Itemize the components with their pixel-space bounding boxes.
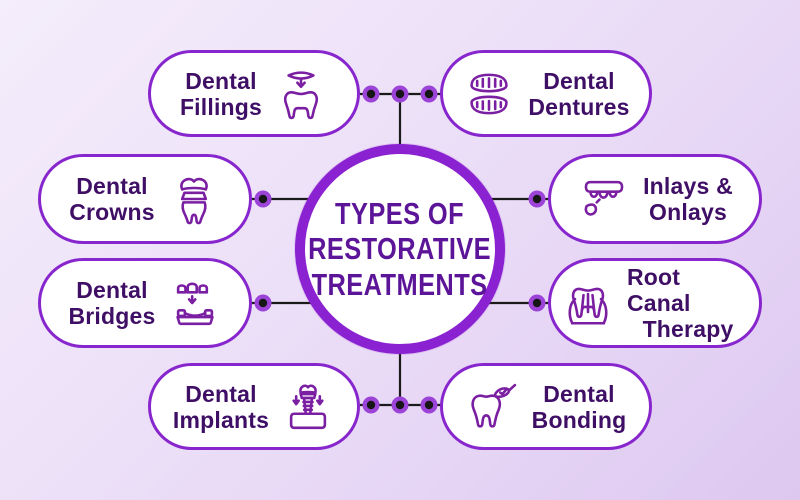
root-canal-icon (561, 276, 615, 330)
node-dental-dentures: Dental Dentures (440, 50, 652, 137)
inlay-onlay-icon (577, 172, 631, 226)
node-root-canal-therapy: Root Canal Therapy (548, 258, 762, 348)
title-line-1: TYPES OF (335, 196, 465, 231)
node-dental-fillings: Dental Fillings (148, 50, 360, 137)
center-circle: TYPES OF RESTORATIVE TREATMENTS (295, 144, 505, 354)
diagram-title: TYPES OF RESTORATIVE TREATMENTS (309, 196, 492, 302)
dental-implant-icon (281, 380, 335, 434)
node-label: Dental Fillings (179, 67, 263, 120)
tooth-filling-icon (274, 67, 328, 121)
title-line-2: RESTORATIVE (308, 231, 492, 267)
node-dental-crowns: Dental Crowns (38, 154, 252, 244)
node-inlays-onlays: Inlays & Onlays (548, 154, 762, 244)
node-label: Root Canal Therapy (627, 264, 734, 342)
node-label: Dental Dentures (528, 67, 630, 120)
title-line-3: TREATMENTS (312, 266, 488, 302)
node-label: Dental Implants (172, 380, 270, 433)
node-label: Dental Crowns (69, 173, 155, 225)
dental-crown-icon (167, 172, 221, 226)
node-label: Dental Bonding (531, 380, 627, 433)
dentures-icon (462, 67, 516, 121)
node-dental-bridges: Dental Bridges (38, 258, 252, 348)
node-label: Dental Bridges (68, 277, 156, 329)
connector-dots (254, 85, 546, 414)
dental-bonding-icon (466, 380, 520, 434)
node-dental-implants: Dental Implants (148, 363, 360, 450)
node-dental-bonding: Dental Bonding (440, 363, 652, 450)
node-label: Inlays & Onlays (643, 173, 733, 225)
dental-bridge-icon (168, 276, 222, 330)
